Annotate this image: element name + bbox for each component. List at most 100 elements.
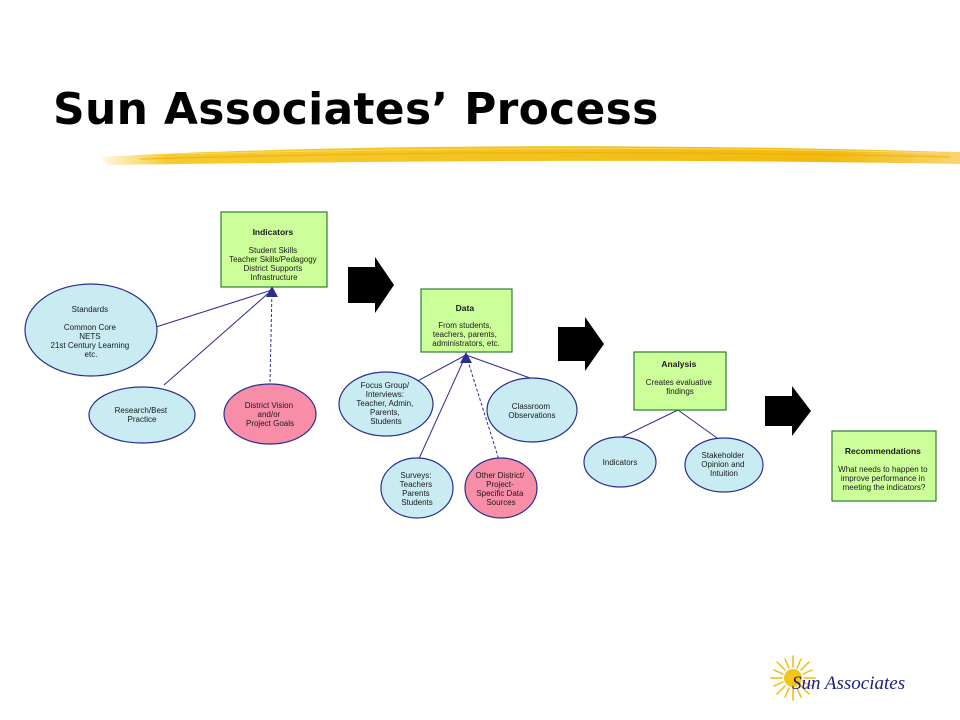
node-focus-ellipse xyxy=(338,371,434,437)
edge-classroom-data xyxy=(465,354,531,379)
node-analysis-line-2: findings xyxy=(666,387,694,396)
node-recommendations: Recommendations What needs to happen to … xyxy=(831,430,937,502)
svg-text:Standards Common Core: Standards Common Core NETS 21st Century … xyxy=(51,305,132,359)
node-analysis-title: Analysis xyxy=(661,359,696,369)
svg-text:Classroom Observations: Classroom Observations xyxy=(508,402,555,420)
node-vision-line-2: and/or xyxy=(258,410,281,419)
node-indicators: Indicators Student Skills Teacher Skills… xyxy=(220,211,328,288)
node-analysis-line-1: Creates evaluative xyxy=(646,378,713,387)
node-classroom-line-2: Observations xyxy=(508,411,555,420)
node-data-line-3: administrators, etc. xyxy=(432,339,500,348)
svg-text:Surveys: Teachers: Surveys: Teachers Parents Students xyxy=(400,471,435,507)
node-standards-line-6: etc. xyxy=(85,350,98,359)
node-other-line-1: Other District/ xyxy=(475,471,525,480)
node-stakeholder: Stakeholder Opinion and Intuition xyxy=(684,437,764,493)
node-standards-line-5: 21st Century Learning xyxy=(51,341,130,350)
node-other-ellipse xyxy=(464,457,538,519)
node-recommendations-line-2: improve performance in xyxy=(841,474,925,483)
node-recommendations-line-3: meeting the indicators? xyxy=(843,483,926,492)
node-indicators-line-1: Student Skills xyxy=(249,246,297,255)
edge-other-data xyxy=(465,354,501,464)
node-stakeholder-ellipse xyxy=(684,437,764,493)
edge-focus-data xyxy=(409,354,467,386)
node-research-line-2: Practice xyxy=(128,415,157,424)
svg-text:Indicators Student Skill: Indicators Student Skills Teacher Skills… xyxy=(229,227,319,282)
node-surveys-line-4: Students xyxy=(401,498,433,507)
flow-arrow-2 xyxy=(558,317,604,371)
node-focus-line-2: Interviews: xyxy=(366,390,404,399)
node-indicators-small-ellipse xyxy=(583,436,657,488)
node-surveys-ellipse xyxy=(380,457,454,519)
edges-layer xyxy=(155,286,725,464)
node-recommendations-box xyxy=(831,430,937,502)
svg-text:Data From students,: Data From students, teachers, parents, a… xyxy=(432,303,500,348)
node-vision: District Vision and/or Project Goals xyxy=(223,383,317,445)
node-other-line-4: Sources xyxy=(486,498,515,507)
node-research-line-1: Research/Best xyxy=(115,406,168,415)
sun-logo-icon xyxy=(770,655,816,701)
edge-vision-indicators xyxy=(269,289,273,383)
slide-title: Sun Associates’ Process xyxy=(53,84,659,135)
node-vision-line-1: District Vision xyxy=(245,401,293,410)
node-other: Other District/ Project- Specific Data S… xyxy=(464,457,538,519)
node-analysis: Analysis Creates evaluative findings xyxy=(633,351,727,411)
node-surveys-line-1: Surveys: xyxy=(400,471,431,480)
node-indicators-line-3: District Supports xyxy=(244,264,303,273)
edge-indicators-small-analysis xyxy=(619,409,679,439)
node-stakeholder-line-2: Opinion and xyxy=(701,460,744,469)
node-focus: Focus Group/ Interviews: Teacher, Admin,… xyxy=(338,371,434,437)
svg-text:Indicators: Indicators xyxy=(603,458,638,467)
node-focus-line-3: Teacher, Admin, xyxy=(356,399,413,408)
svg-text:Recommendations What nee: Recommendations What needs to happen to … xyxy=(838,446,930,492)
edge-stakeholder-analysis xyxy=(677,409,725,444)
node-research: Research/Best Practice xyxy=(88,386,196,444)
node-classroom-line-1: Classroom xyxy=(512,402,551,411)
node-recommendations-line-1: What needs to happen to xyxy=(838,465,928,474)
node-indicators-small: Indicators xyxy=(583,436,657,488)
flow-arrow-3 xyxy=(765,386,811,436)
node-standards: Standards Common Core NETS 21st Century … xyxy=(24,283,158,377)
node-indicators-box xyxy=(220,211,328,288)
logo-text: Sun Associates xyxy=(792,673,906,694)
node-data-title: Data xyxy=(456,303,475,313)
svg-text:Focus Group/ Interviews:: Focus Group/ Interviews: Teacher, Admin,… xyxy=(356,381,415,426)
node-surveys-line-3: Parents xyxy=(402,489,430,498)
node-standards-ellipse xyxy=(24,283,158,377)
svg-text:District Vision and/or: District Vision and/or Project Goals xyxy=(245,401,296,428)
svg-text:Research/Best Practice: Research/Best Practice xyxy=(115,406,170,424)
node-indicators-small-line-1: Indicators xyxy=(603,458,638,467)
edge-standards-indicators xyxy=(155,289,273,328)
node-focus-line-1: Focus Group/ xyxy=(361,381,410,390)
node-classroom: Classroom Observations xyxy=(486,377,578,443)
arrowhead-data xyxy=(460,352,472,363)
node-focus-line-4: Parents, xyxy=(370,408,400,417)
node-data-line-1: From students, xyxy=(438,321,491,330)
svg-text:Stakeholder Opinion and: Stakeholder Opinion and Intuition xyxy=(701,451,746,478)
node-indicators-line-2: Teacher Skills/Pedagogy xyxy=(229,255,317,264)
arrowhead-indicators xyxy=(266,286,278,297)
node-standards-line-1: Standards xyxy=(72,305,108,314)
title-underline-stroke xyxy=(100,146,960,165)
node-indicators-line-4: Infrastructure xyxy=(250,273,298,282)
node-standards-line-3: Common Core xyxy=(64,323,117,332)
flow-arrow-1 xyxy=(348,257,394,313)
node-data: Data From students, teachers, parents, a… xyxy=(420,288,513,353)
svg-text:Other District/ Project-: Other District/ Project- Specific Data S… xyxy=(475,471,526,507)
node-indicators-title: Indicators xyxy=(253,227,294,237)
node-surveys: Surveys: Teachers Parents Students xyxy=(380,457,454,519)
flow-arrows xyxy=(348,257,811,436)
node-stakeholder-line-3: Intuition xyxy=(710,469,738,478)
edge-research-indicators xyxy=(163,289,273,386)
node-other-line-2: Project- xyxy=(486,480,514,489)
node-surveys-line-2: Teachers xyxy=(400,480,432,489)
node-research-ellipse xyxy=(88,386,196,444)
node-classroom-ellipse xyxy=(486,377,578,443)
node-focus-line-5: Students xyxy=(370,417,402,426)
node-analysis-box xyxy=(633,351,727,411)
node-standards-line-4: NETS xyxy=(79,332,100,341)
svg-text:Analysis Creates evaluat: Analysis Creates evaluative findings xyxy=(646,359,715,396)
edge-surveys-data xyxy=(416,354,467,464)
node-data-line-2: teachers, parents, xyxy=(433,330,497,339)
node-other-line-3: Specific Data xyxy=(476,489,524,498)
